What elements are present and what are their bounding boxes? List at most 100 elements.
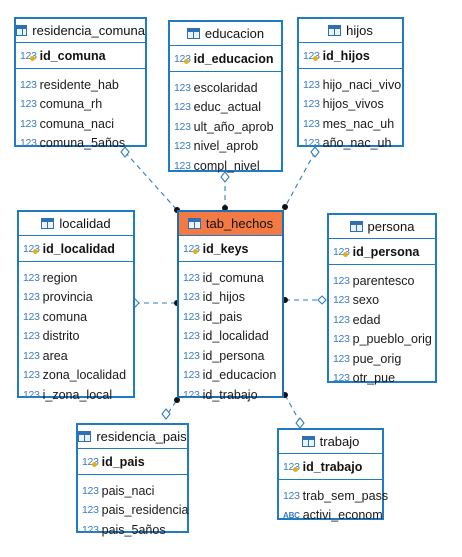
field-name: comuna_naci xyxy=(39,116,114,131)
field-name: zona_localidad xyxy=(42,368,127,383)
numeric-type-icon: 123 xyxy=(183,271,200,284)
primary-key-row[interactable]: 123 id_keys xyxy=(179,236,282,262)
field-name: provincia xyxy=(42,290,93,305)
field-name: id_pais xyxy=(202,309,243,324)
primary-key-row[interactable]: 123 id_persona xyxy=(329,239,435,265)
numeric-type-icon: 123 xyxy=(23,330,40,343)
primary-key-row[interactable]: 123 id_educacion xyxy=(170,46,281,72)
numeric-type-icon: 123 xyxy=(174,159,191,172)
key-icon xyxy=(30,55,35,63)
numeric-type-icon: 123 xyxy=(183,242,200,255)
field-name: id_educacion xyxy=(202,368,277,383)
numeric-type-icon: 123 xyxy=(82,455,99,468)
table-icon xyxy=(328,25,342,36)
link-comuna xyxy=(124,151,178,211)
primary-key-row[interactable]: 123 id_localidad xyxy=(19,236,133,262)
primary-key-row[interactable]: 123 id_comuna xyxy=(16,43,145,69)
numeric-type-icon: 123 xyxy=(174,81,191,94)
entity-title: residencia_pais xyxy=(96,429,187,444)
primary-key-row[interactable]: 123 id_hijos xyxy=(299,43,402,69)
numeric-type-icon: 123 xyxy=(333,245,350,258)
field-name: id_localidad xyxy=(202,329,269,344)
primary-key-row[interactable]: 123 id_pais xyxy=(78,449,187,475)
numeric-type-icon: 123 xyxy=(20,137,37,150)
numeric-type-icon: 123 xyxy=(82,523,99,536)
numeric-type-icon: 123 xyxy=(23,271,40,284)
dot-educacion xyxy=(222,205,228,211)
diamond-educacion xyxy=(220,171,230,183)
numeric-type-icon: 123 xyxy=(23,349,40,362)
field-name: mes_nac_uh xyxy=(322,116,395,131)
key-icon xyxy=(293,466,298,474)
field-name: sexo xyxy=(352,293,380,308)
entity-title: educacion xyxy=(204,26,265,41)
table-icon xyxy=(186,28,200,39)
field-name: educ_actual xyxy=(193,100,262,115)
entity-header: educacion xyxy=(170,22,281,46)
field-name: pue_orig xyxy=(352,351,402,366)
entity-title: trabajo xyxy=(319,434,360,449)
primary-key-name: id_localidad xyxy=(42,241,115,256)
primary-key-name: id_trabajo xyxy=(302,459,363,474)
primary-key-row[interactable]: 123 id_trabajo xyxy=(279,454,382,480)
entity-title: tab_hechos xyxy=(205,216,274,231)
primary-key-name: id_hijos xyxy=(322,48,370,63)
numeric-type-icon: 123 xyxy=(183,349,200,362)
key-icon xyxy=(313,55,318,63)
numeric-type-icon: 123 xyxy=(20,49,37,63)
entity-header: trabajo xyxy=(279,430,382,454)
field-name: pais_residencia xyxy=(101,503,189,518)
table-icon xyxy=(301,436,315,447)
link-hijos xyxy=(284,151,316,208)
numeric-type-icon: 123 xyxy=(23,242,40,255)
table-icon xyxy=(78,431,92,442)
